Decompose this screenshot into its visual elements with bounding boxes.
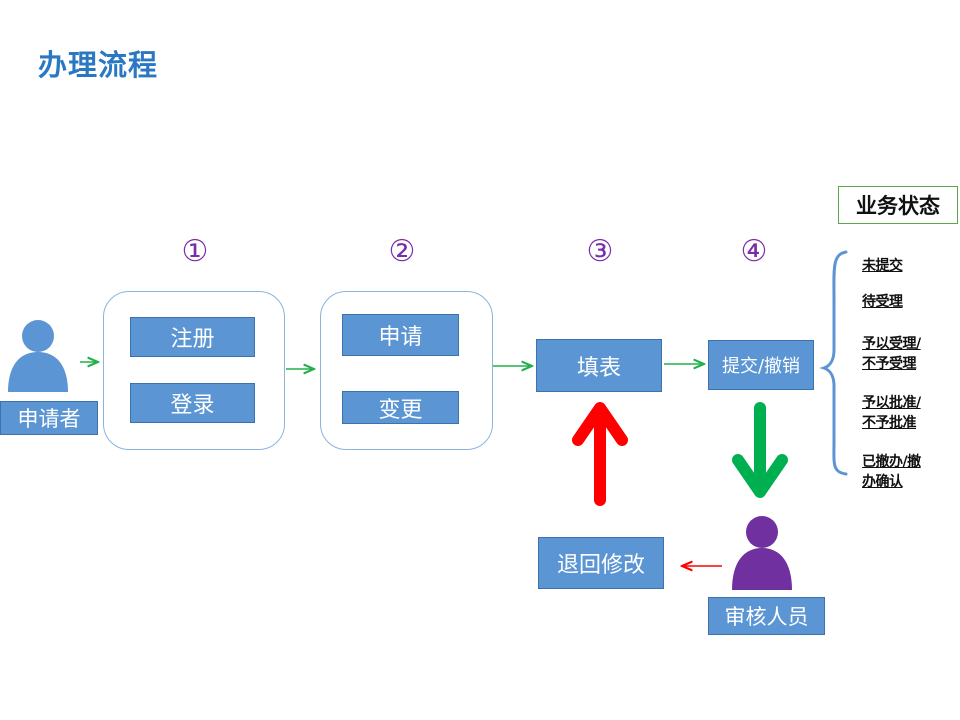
status-brace: [819, 250, 848, 476]
big-red-up-arrow: [572, 402, 628, 506]
reviewer-person-icon: [732, 516, 792, 590]
big-green-down-arrow: [732, 402, 788, 498]
submit-revoke-box[interactable]: 提交/撤销: [708, 340, 814, 390]
step-1-number: ①: [181, 234, 209, 269]
status-approve-line1: 予以批准/: [862, 395, 921, 411]
status-accept-line2: 不予受理: [862, 356, 917, 372]
login-box[interactable]: 登录: [130, 383, 255, 423]
step-3-number: ③: [586, 234, 614, 269]
return-modify-box[interactable]: 退回修改: [538, 537, 664, 589]
page-title: 办理流程: [38, 48, 159, 82]
status-revoked-line1: 已撤办/撤: [862, 454, 921, 470]
status-not-submitted: 未提交: [862, 258, 903, 274]
account-group: [103, 291, 285, 450]
status-title: 业务状态: [838, 186, 958, 224]
status-accept-line1: 予以受理/: [862, 336, 921, 352]
fill-form-box[interactable]: 填表: [536, 339, 662, 392]
status-approve-line2: 不予批准: [862, 415, 917, 431]
status-revoked-line2: 办确认: [862, 474, 903, 490]
applicant-label: 申请者: [0, 401, 98, 435]
status-pending: 待受理: [862, 294, 903, 310]
step-4-number: ④: [740, 234, 768, 269]
step-2-number: ②: [388, 234, 416, 269]
register-box[interactable]: 注册: [130, 317, 255, 357]
change-box[interactable]: 变更: [342, 391, 459, 424]
apply-box[interactable]: 申请: [342, 314, 459, 356]
applicant-person-icon: [8, 320, 68, 392]
reviewer-label: 审核人员: [708, 597, 825, 635]
